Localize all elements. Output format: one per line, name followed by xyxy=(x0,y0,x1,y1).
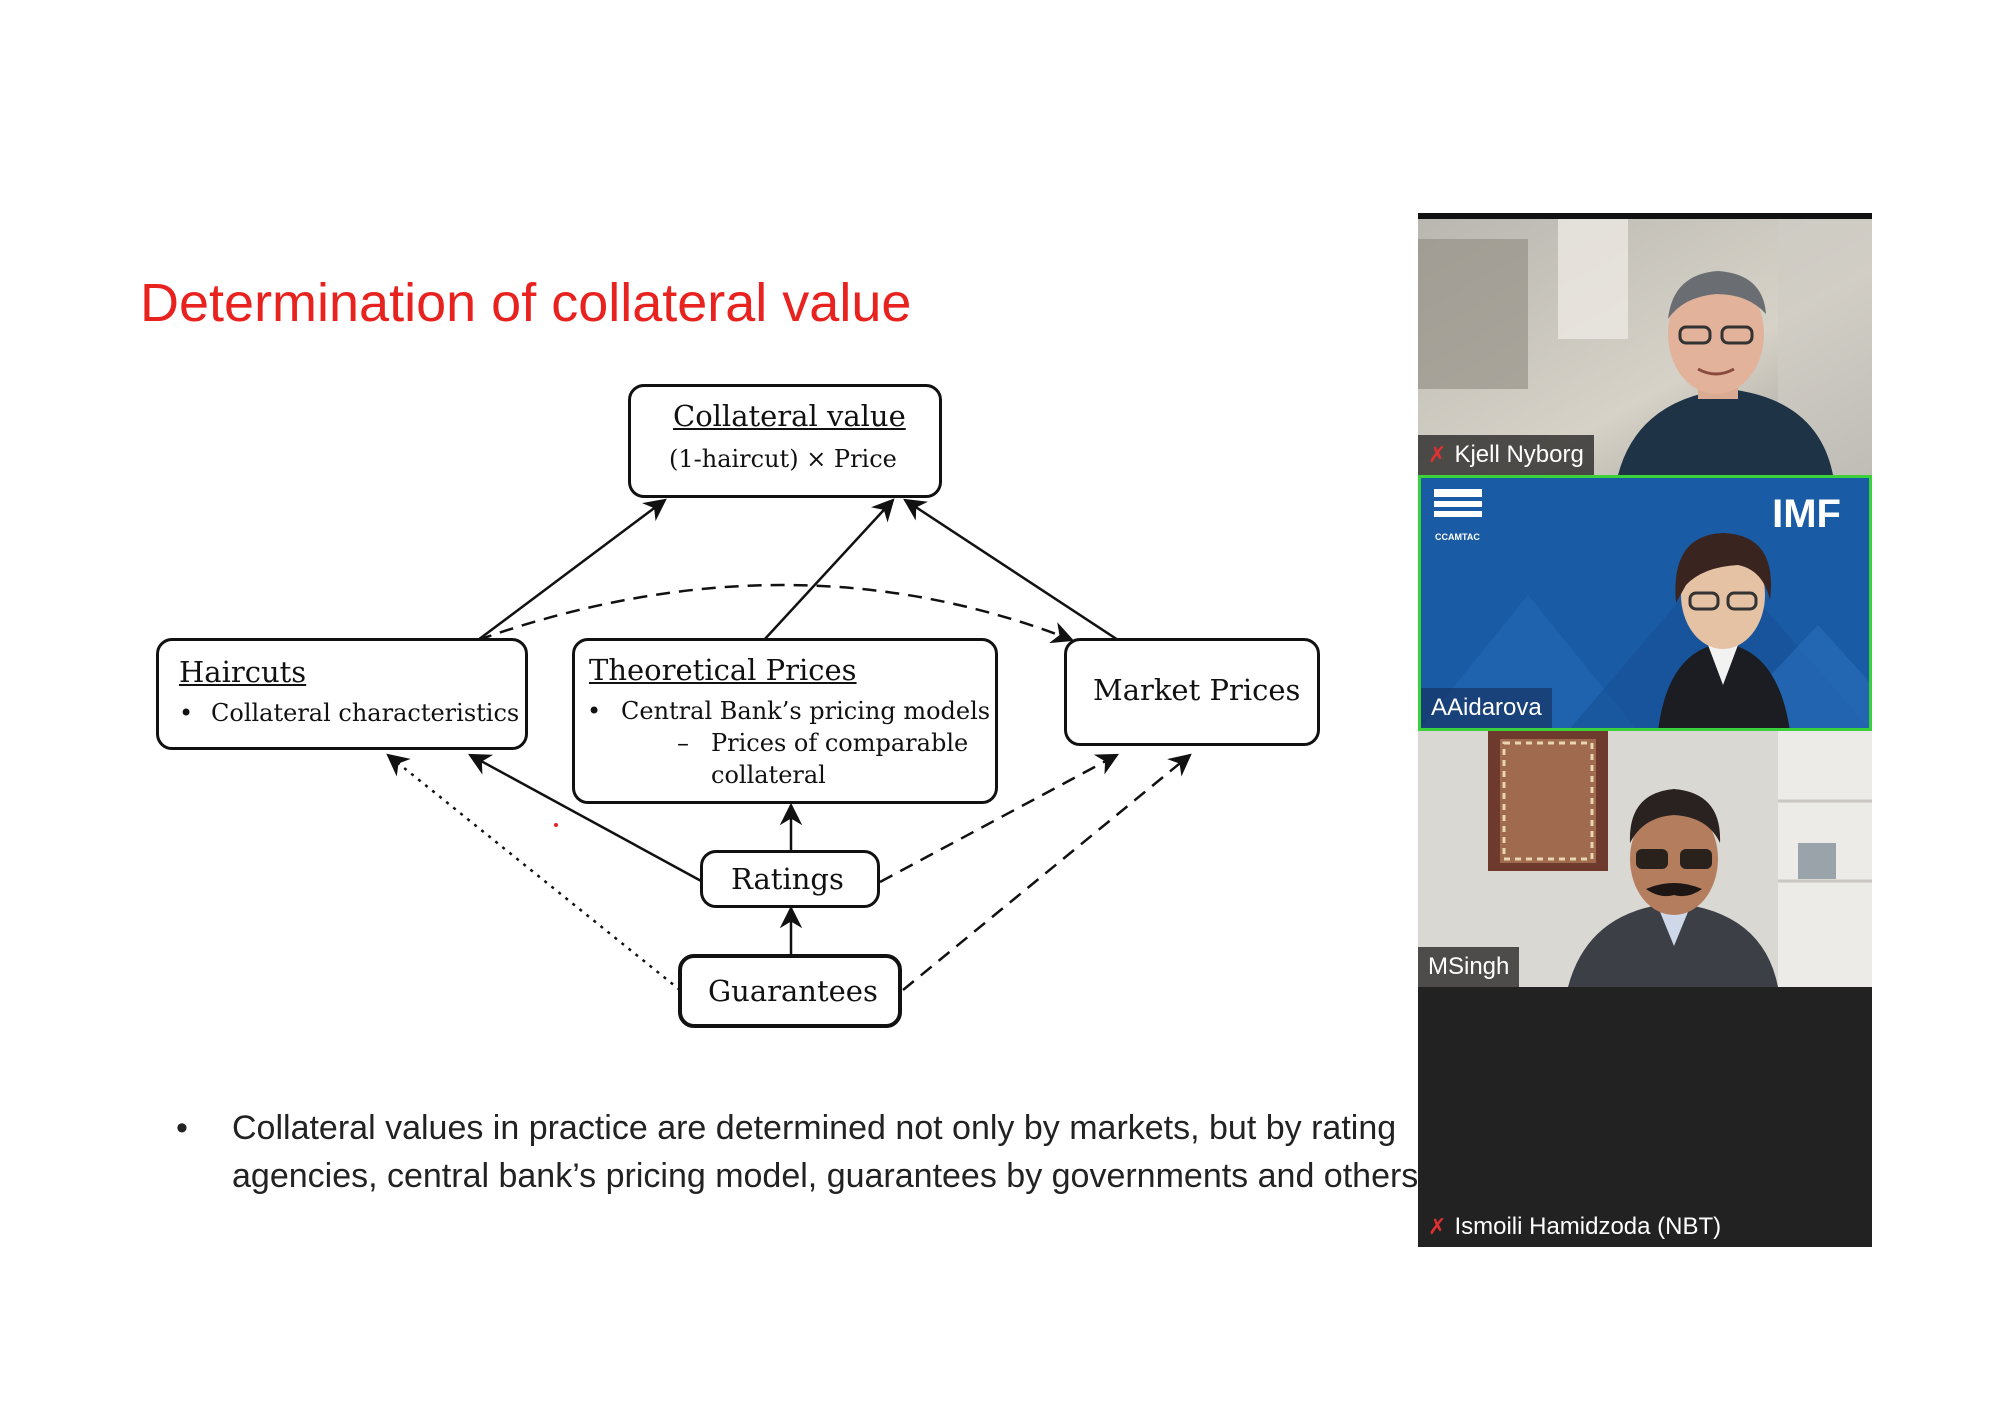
arrow-market-to-collateral xyxy=(903,498,1119,642)
participant-name: Kjell Nyborg xyxy=(1454,441,1584,468)
arrow-ratings-to-haircuts xyxy=(468,753,704,884)
video-tile-aaidarova[interactable]: IMF CCAMTAC AAidarova xyxy=(1418,475,1872,731)
node-guarantees: Guarantees xyxy=(678,954,902,1028)
video-tile-kjell-nyborg[interactable]: ✗ Kjell Nyborg xyxy=(1418,219,1872,475)
node-haircuts: Haircuts • Collateral characteristics xyxy=(156,638,528,750)
arrow-theoretical-to-collateral xyxy=(763,498,895,641)
participant-name: MSingh xyxy=(1428,953,1510,980)
participant-name: AAidarova xyxy=(1431,694,1542,721)
participant-label: ✗ Ismoili Hamidzoda (NBT) xyxy=(1418,1207,1731,1247)
participant-name: Ismoili Hamidzoda (NBT) xyxy=(1454,1213,1722,1240)
node-collateral-value: Collateral value (1-haircut) × Price xyxy=(628,384,942,498)
imf-logo: IMF xyxy=(1772,492,1841,536)
bullet-marker: • xyxy=(176,1109,188,1147)
node-theoretical-prices: Theoretical Prices • Central Bank’s pric… xyxy=(572,638,998,804)
participant-video-3 xyxy=(1418,731,1872,987)
participant-video-1 xyxy=(1418,219,1872,475)
video-gallery-panel[interactable]: ✗ Kjell Nyborg IMF CCAMTAC AAidarova xyxy=(1418,213,1872,1247)
ratings-title: Ratings xyxy=(731,862,844,896)
collateral-value-formula: (1-haircut) × Price xyxy=(669,445,897,473)
muted-microphone-icon: ✗ xyxy=(1428,442,1447,467)
muted-microphone-icon: ✗ xyxy=(1428,1214,1447,1239)
participant-label: AAidarova xyxy=(1421,688,1552,728)
arrow-haircuts-to-market-dashed xyxy=(477,583,1075,644)
participant-label: MSingh xyxy=(1418,947,1520,987)
theoretical-sub-marker: – xyxy=(677,729,689,757)
haircuts-bullet: • xyxy=(179,699,194,727)
theoretical-prices-title: Theoretical Prices xyxy=(589,653,857,687)
collateral-value-title: Collateral value xyxy=(673,399,906,433)
ccamtac-logo: CCAMTAC xyxy=(1435,532,1480,542)
node-ratings: Ratings xyxy=(700,850,880,908)
guarantees-title: Guarantees xyxy=(708,974,878,1008)
theoretical-sub-item-line1: Prices of comparable xyxy=(711,729,969,757)
haircuts-item: Collateral characteristics xyxy=(211,699,520,727)
theoretical-bullet: • xyxy=(587,697,602,725)
participant-label: ✗ Kjell Nyborg xyxy=(1418,435,1594,475)
node-market-prices: Market Prices xyxy=(1064,638,1320,746)
video-tile-ismoili-hamidzoda[interactable]: ✗ Ismoili Hamidzoda (NBT) xyxy=(1418,987,1872,1247)
market-prices-title: Market Prices xyxy=(1093,673,1301,707)
arrow-haircuts-to-collateral xyxy=(477,498,667,642)
slide-bullet-text: Collateral values in practice are determ… xyxy=(232,1109,1419,1195)
arrow-guarantees-to-market-dashed xyxy=(902,753,1192,991)
participant-video-2 xyxy=(1421,478,1869,728)
haircuts-title: Haircuts xyxy=(179,655,307,689)
theoretical-sub-item-line2: collateral xyxy=(711,761,826,789)
video-tile-msingh[interactable]: MSingh xyxy=(1418,731,1872,987)
theoretical-item: Central Bank’s pricing models xyxy=(621,697,991,725)
diagram-connectors xyxy=(386,498,1192,991)
slide-title: Determination of collateral value xyxy=(140,273,912,333)
stray-red-dot xyxy=(554,823,558,827)
